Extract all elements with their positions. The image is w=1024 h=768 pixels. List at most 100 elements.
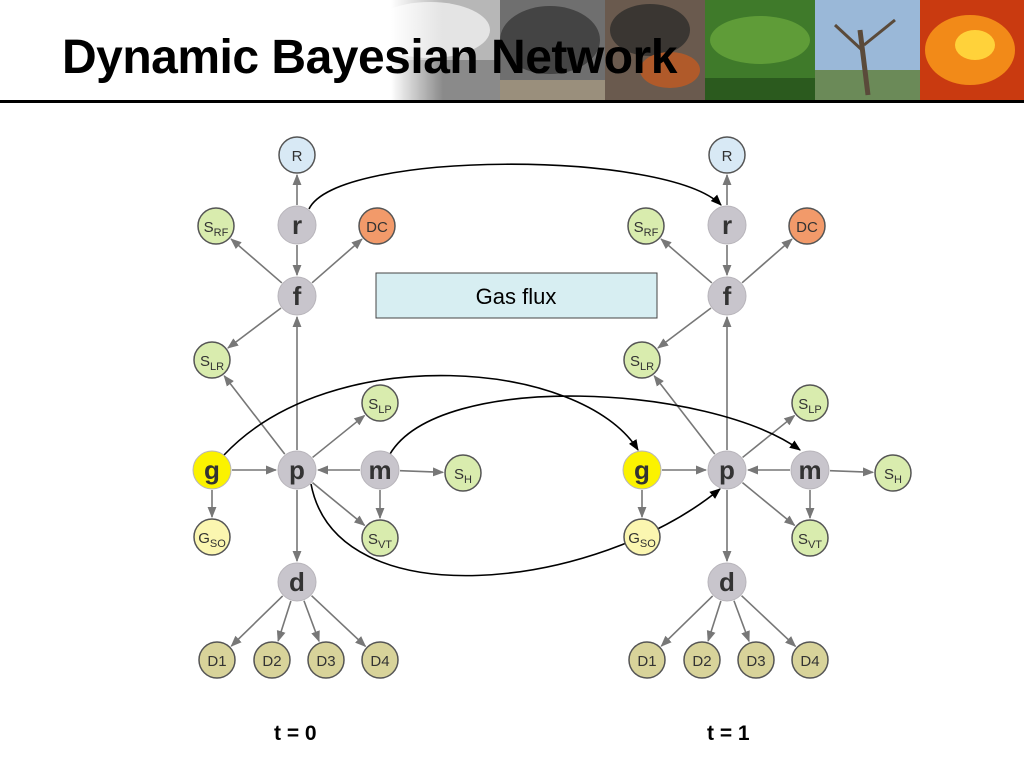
edge-f-to-DC-t1 <box>741 238 793 284</box>
temporal-edge-r <box>308 163 722 210</box>
node-label: DC <box>366 219 388 236</box>
node-circle <box>193 518 231 556</box>
node-label: SVT <box>798 531 822 551</box>
node-circle <box>707 276 747 316</box>
node-label: m <box>798 455 821 485</box>
node-m-t0: m <box>360 450 400 490</box>
edge-m-to-SH-t1 <box>829 467 875 477</box>
node-g-t0: g <box>192 450 232 490</box>
node-circle <box>277 562 317 602</box>
node-R-t0: R <box>278 136 316 174</box>
node-label: GSO <box>628 530 656 550</box>
node-circle <box>360 450 400 490</box>
node-label: f <box>293 281 302 311</box>
title-divider <box>0 100 1024 103</box>
temporal-edge-g <box>223 374 639 456</box>
node-circle <box>361 519 399 557</box>
node-r-t0: r <box>277 205 317 245</box>
node-f-t1: f <box>707 276 747 316</box>
node-label: r <box>722 210 732 240</box>
node-D3-t1: D3 <box>737 641 775 679</box>
edge-f-to-SRF-t1 <box>660 238 713 284</box>
node-circle <box>791 641 829 679</box>
node-circle <box>358 207 396 245</box>
edge-d-to-D3-t1 <box>733 600 750 643</box>
node-D4-t0: D4 <box>361 641 399 679</box>
edge-p-to-SVT-t0 <box>311 482 366 527</box>
node-circle <box>192 450 232 490</box>
node-label: D1 <box>637 653 656 670</box>
node-circle <box>198 641 236 679</box>
node-circle <box>278 136 316 174</box>
node-label: SLR <box>630 353 654 373</box>
edge-d-to-D3-t0 <box>303 600 320 643</box>
node-circle <box>193 341 231 379</box>
node-D1-t1: D1 <box>628 641 666 679</box>
node-label: SH <box>454 466 472 486</box>
node-R-t1: R <box>708 136 746 174</box>
node-circle <box>253 641 291 679</box>
node-D1-t0: D1 <box>198 641 236 679</box>
node-circle <box>277 205 317 245</box>
node-label: SRF <box>634 219 659 239</box>
node-label: r <box>292 210 302 240</box>
gas-flux-box <box>375 272 658 319</box>
node-m-t1: m <box>790 450 830 490</box>
edge-d-to-D1-t1 <box>660 595 714 647</box>
node-label: R <box>722 148 733 165</box>
edge-m-to-SH-t0 <box>399 467 445 477</box>
node-SRF-t1: SRF <box>627 207 665 245</box>
node-D3-t0: D3 <box>307 641 345 679</box>
node-g-t1: g <box>622 450 662 490</box>
banner-photo-lava <box>920 0 1024 100</box>
edge-f-to-SLR-t0 <box>227 307 282 349</box>
node-label: D4 <box>370 653 389 670</box>
node-label: SLP <box>368 396 391 416</box>
edge-d-to-D4-t1 <box>741 595 797 648</box>
node-label: D2 <box>692 653 711 670</box>
node-circle <box>623 341 661 379</box>
node-d-t1: d <box>707 562 747 602</box>
node-label: D3 <box>746 653 765 670</box>
node-d-t0: d <box>277 562 317 602</box>
node-label: DC <box>796 219 818 236</box>
edge-d-to-D4-t0 <box>311 595 367 648</box>
node-circle <box>622 450 662 490</box>
node-label: g <box>634 455 650 485</box>
banner-fade <box>300 0 560 100</box>
node-circle <box>628 641 666 679</box>
node-SLR-t1: SLR <box>623 341 661 379</box>
node-p-t1: p <box>707 450 747 490</box>
node-circle <box>444 454 482 492</box>
node-label: f <box>723 281 732 311</box>
node-label: d <box>719 567 735 597</box>
node-DC-t1: DC <box>788 207 826 245</box>
edge-d-to-D1-t0 <box>230 595 284 647</box>
node-label: R <box>292 148 303 165</box>
node-circle <box>874 454 912 492</box>
node-circle <box>737 641 775 679</box>
edge-p-to-SLP-t1 <box>742 414 796 459</box>
node-D4-t1: D4 <box>791 641 829 679</box>
node-circle <box>361 641 399 679</box>
header-banner <box>300 0 1024 100</box>
node-circle <box>791 384 829 422</box>
node-circle <box>707 450 747 490</box>
node-label: p <box>289 455 305 485</box>
node-circle <box>790 450 830 490</box>
node-circle <box>707 205 747 245</box>
node-SLP-t0: SLP <box>361 384 399 422</box>
node-r-t1: r <box>707 205 747 245</box>
banner-photo-dead-tree <box>815 0 920 100</box>
node-label: GSO <box>198 530 226 550</box>
node-SVT-t1: SVT <box>791 519 829 557</box>
node-circle <box>277 450 317 490</box>
node-label: SVT <box>368 531 392 551</box>
node-p-t0: p <box>277 450 317 490</box>
banner-photo-eruption <box>605 0 705 100</box>
node-D2-t0: D2 <box>253 641 291 679</box>
node-circle <box>683 641 721 679</box>
node-SH-t1: SH <box>874 454 912 492</box>
